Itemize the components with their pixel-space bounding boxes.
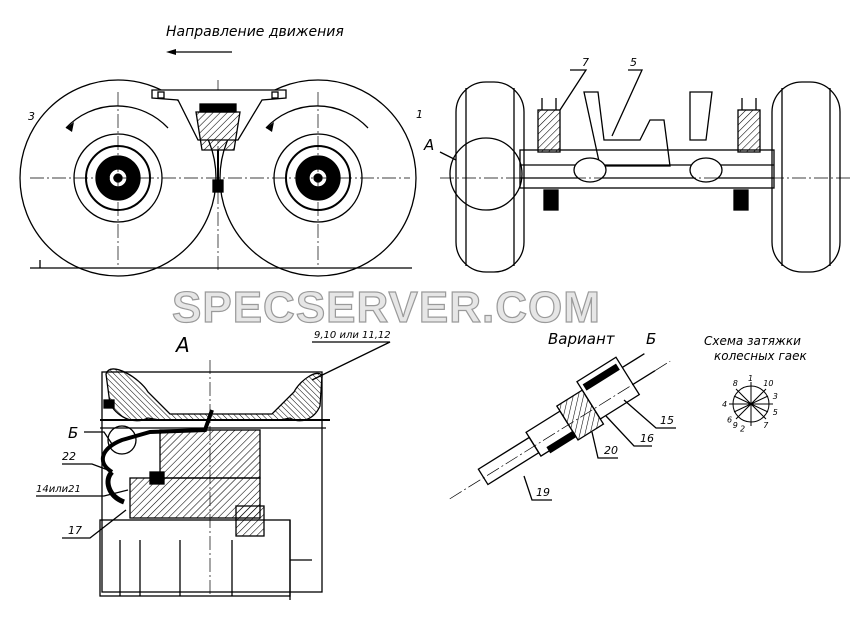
- variant-b-detail: [449, 353, 676, 501]
- detail-a-circle: [449, 137, 523, 211]
- callout-20: 20: [604, 444, 618, 457]
- nut-order-1: 1: [748, 374, 753, 383]
- nut-order-3: 3: [773, 392, 778, 401]
- callout-15: 15: [660, 414, 674, 427]
- nut-order-10: 10: [763, 379, 773, 388]
- nut-order-labels: 1 2 3 4 5 6 7 8 9 10: [722, 374, 778, 434]
- nut-tightening-scheme: [729, 382, 773, 426]
- nut-order-8: 8: [733, 379, 738, 388]
- rear-view-a-label: А: [423, 136, 434, 154]
- callout-3: 3: [28, 110, 35, 123]
- watermark: SPECSERVER.COM: [172, 283, 601, 332]
- nut-order-4: 4: [722, 400, 727, 409]
- arrow-head-icon: [166, 49, 176, 55]
- callout-14: 14или21: [36, 484, 81, 495]
- section-a-label: А: [174, 333, 190, 357]
- callout-19: 19: [536, 486, 550, 499]
- side-view: [19, 49, 417, 277]
- callout-16: 16: [640, 432, 654, 445]
- callout-5: 5: [630, 56, 637, 69]
- nut-order-5: 5: [773, 408, 778, 417]
- detail-b-label: Б: [68, 424, 78, 442]
- scheme-title-line2: колесных гаек: [714, 349, 808, 363]
- rear-view: [439, 69, 850, 273]
- variant-label: Вариант: [548, 330, 616, 348]
- nut-order-6: 6: [727, 415, 732, 424]
- direction-label: Направление движения: [166, 24, 344, 40]
- callout-17: 17: [68, 524, 82, 537]
- nut-order-9: 9: [733, 421, 738, 430]
- tire-right: [771, 81, 841, 273]
- nut-order-7: 7: [763, 421, 769, 430]
- tire-left: [455, 81, 525, 273]
- variant-letter: Б: [646, 330, 656, 348]
- callout-1: 1: [416, 108, 423, 121]
- nut-order-2: 2: [740, 425, 745, 434]
- scheme-title-line1: Схема затяжки: [704, 334, 801, 348]
- callout-9: 9,10 или 11,12: [314, 330, 391, 341]
- callout-7: 7: [582, 56, 589, 69]
- section-a: [36, 341, 391, 600]
- callout-22: 22: [62, 450, 76, 463]
